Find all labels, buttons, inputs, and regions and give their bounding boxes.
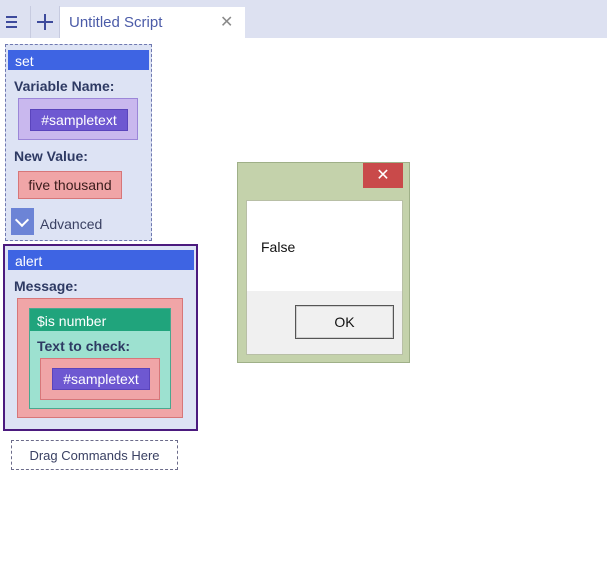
- message-label: Message:: [14, 278, 78, 294]
- is-number-header: $is number: [30, 309, 170, 331]
- set-command-header: set: [8, 50, 149, 70]
- drag-commands-drop-zone[interactable]: Drag Commands Here: [11, 440, 178, 470]
- hamburger-line: [6, 26, 17, 28]
- tab-title: Untitled Script: [69, 14, 163, 31]
- tab-bar: Untitled Script ✕: [0, 0, 607, 38]
- set-command-block[interactable]: set Variable Name: #sampletext New Value…: [5, 44, 152, 241]
- chevron-down-icon: [14, 212, 30, 228]
- variable-name-label: Variable Name:: [14, 78, 115, 94]
- alert-command-header: alert: [8, 250, 194, 270]
- dialog-footer: OK: [247, 291, 402, 354]
- plus-stroke: [44, 14, 46, 30]
- dialog-body: False OK: [246, 200, 403, 355]
- hamburger-icon[interactable]: [0, 6, 26, 38]
- hamburger-line: [6, 16, 17, 18]
- tab-close-icon[interactable]: ✕: [220, 14, 234, 31]
- variable-token[interactable]: #sampletext: [52, 368, 150, 390]
- text-to-check-label: Text to check:: [37, 338, 131, 354]
- hamburger-line: [6, 21, 17, 23]
- alert-dialog: ✕ False OK: [237, 162, 410, 363]
- is-number-function-block[interactable]: $is number Text to check: #sampletext: [29, 308, 171, 409]
- new-value-label: New Value:: [14, 148, 88, 164]
- advanced-toggle-button[interactable]: [11, 208, 34, 235]
- new-value-field[interactable]: five thousand: [18, 171, 122, 199]
- plus-icon[interactable]: [30, 6, 60, 38]
- dialog-message: False: [261, 239, 296, 255]
- tab-untitled-script[interactable]: Untitled Script ✕: [60, 7, 245, 38]
- alert-command-block[interactable]: alert Message: $is number Text to check:…: [3, 244, 198, 431]
- ok-button[interactable]: OK: [295, 305, 394, 339]
- message-slot[interactable]: $is number Text to check: #sampletext: [17, 298, 183, 418]
- advanced-label[interactable]: Advanced: [40, 216, 103, 232]
- text-to-check-slot[interactable]: #sampletext: [40, 358, 160, 400]
- variable-name-slot[interactable]: #sampletext: [18, 98, 138, 140]
- dialog-close-button[interactable]: ✕: [363, 163, 403, 188]
- variable-token[interactable]: #sampletext: [30, 109, 128, 131]
